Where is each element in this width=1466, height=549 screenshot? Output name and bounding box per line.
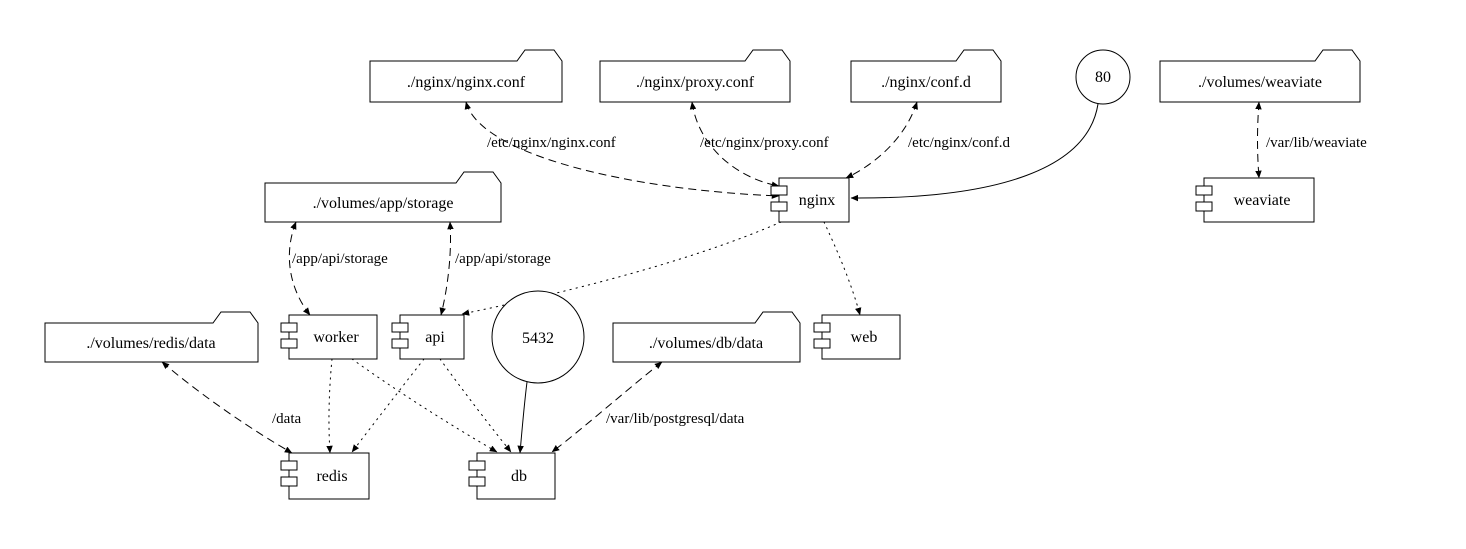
node-label: weaviate [1234,192,1291,209]
edge-label-nginx-conf-mount: /etc/nginx/nginx.conf [487,135,616,151]
node-label: redis [316,468,347,485]
node-label: 5432 [522,330,554,347]
node-label: ./volumes/weaviate [1198,74,1322,91]
edge-worker-to-db [351,358,498,453]
edge-conf-d-volume-to-nginx [845,101,918,179]
node-proxy-conf-volume: ./nginx/proxy.conf [599,49,791,103]
component-tab-icon [468,476,486,487]
edge-weaviate-volume-to-weaviate [1255,101,1262,179]
component-box [821,314,901,360]
port-circle-icon [491,290,585,384]
edge-nginx-to-web [823,221,862,316]
port-circle-icon [1075,49,1131,105]
component-box [1203,177,1315,223]
node-label: 80 [1095,69,1111,86]
folder-icon [599,49,791,103]
component-tab-icon [813,322,831,333]
node-worker-service: worker [280,314,378,360]
component-tab-icon [391,322,409,333]
edge-label-db-data-mount: /var/lib/postgresql/data [606,411,745,427]
edge-redis-data-volume-to-redis [161,361,293,454]
edge-api-to-db [439,358,512,453]
node-label: web [851,329,878,346]
node-app-storage-volume: ./volumes/app/storage [264,171,502,223]
component-tab-icon [280,460,298,471]
component-tab-icon [1195,185,1213,196]
node-label: ./volumes/app/storage [313,195,454,212]
node-nginx-service: nginx [770,177,850,223]
nodes-layer: ./nginx/nginx.conf ./nginx/proxy.conf ./… [44,49,1361,500]
component-tab-icon [770,201,788,212]
component-box [476,452,556,500]
component-box [778,177,850,223]
component-tab-icon [280,322,298,333]
component-tab-icon [1195,201,1213,212]
node-nginx-conf-volume: ./nginx/nginx.conf [369,49,563,103]
node-db-service: db [468,452,556,500]
node-label: ./nginx/proxy.conf [636,74,755,91]
node-port-5432: 5432 [491,290,585,384]
node-label: db [511,468,527,485]
folder-icon [1159,49,1361,103]
node-weaviate-volume: ./volumes/weaviate [1159,49,1361,103]
component-box [288,314,378,360]
folder-icon [612,311,801,363]
node-label: nginx [799,192,835,209]
node-web-service: web [813,314,901,360]
node-db-data-volume: ./volumes/db/data [612,311,801,363]
component-box [288,452,370,500]
edge-nginx-conf-volume-to-nginx [464,101,780,199]
component-box [399,314,465,360]
folder-icon [264,171,502,223]
edge-app-storage-volume-to-api [439,221,454,316]
node-port-80: 80 [1075,49,1131,105]
edge-db-data-volume-to-db [551,361,663,453]
node-label: ./volumes/db/data [649,335,763,352]
edge-label-proxy-conf-mount: /etc/nginx/proxy.conf [700,135,829,151]
component-tab-icon [468,460,486,471]
component-tab-icon [391,338,409,349]
edges-layer: /etc/nginx/nginx.conf /etc/nginx/proxy.c… [161,101,1367,454]
edge-label-weaviate-mount: /var/lib/weaviate [1266,135,1367,151]
node-weaviate-service: weaviate [1195,177,1315,223]
folder-icon [850,49,1002,103]
node-redis-service: redis [280,452,370,500]
component-tab-icon [813,338,831,349]
edge-proxy-conf-volume-to-nginx [689,101,780,188]
folder-icon [369,49,563,103]
node-label: ./nginx/conf.d [881,74,971,91]
node-label: api [425,329,445,346]
node-conf-d-volume: ./nginx/conf.d [850,49,1002,103]
component-tab-icon [770,185,788,196]
node-api-service: api [391,314,465,360]
edge-label-worker-storage-mount: /app/api/storage [292,251,388,267]
edge-port-80-to-nginx [850,103,1099,202]
edge-nginx-to-api [461,221,782,316]
edge-port-5432-to-db [517,381,528,454]
folder-icon [44,311,259,363]
component-tab-icon [280,338,298,349]
node-redis-data-volume: ./volumes/redis/data [44,311,259,363]
node-label: ./nginx/nginx.conf [407,74,526,91]
component-tab-icon [280,476,298,487]
node-label: worker [313,329,359,346]
edge-label-conf-d-mount: /etc/nginx/conf.d [908,135,1011,151]
edge-label-api-storage-mount: /app/api/storage [455,251,551,267]
node-label: ./volumes/redis/data [86,335,215,352]
edge-label-redis-data-mount: /data [272,411,301,427]
edge-api-to-redis [351,358,425,453]
